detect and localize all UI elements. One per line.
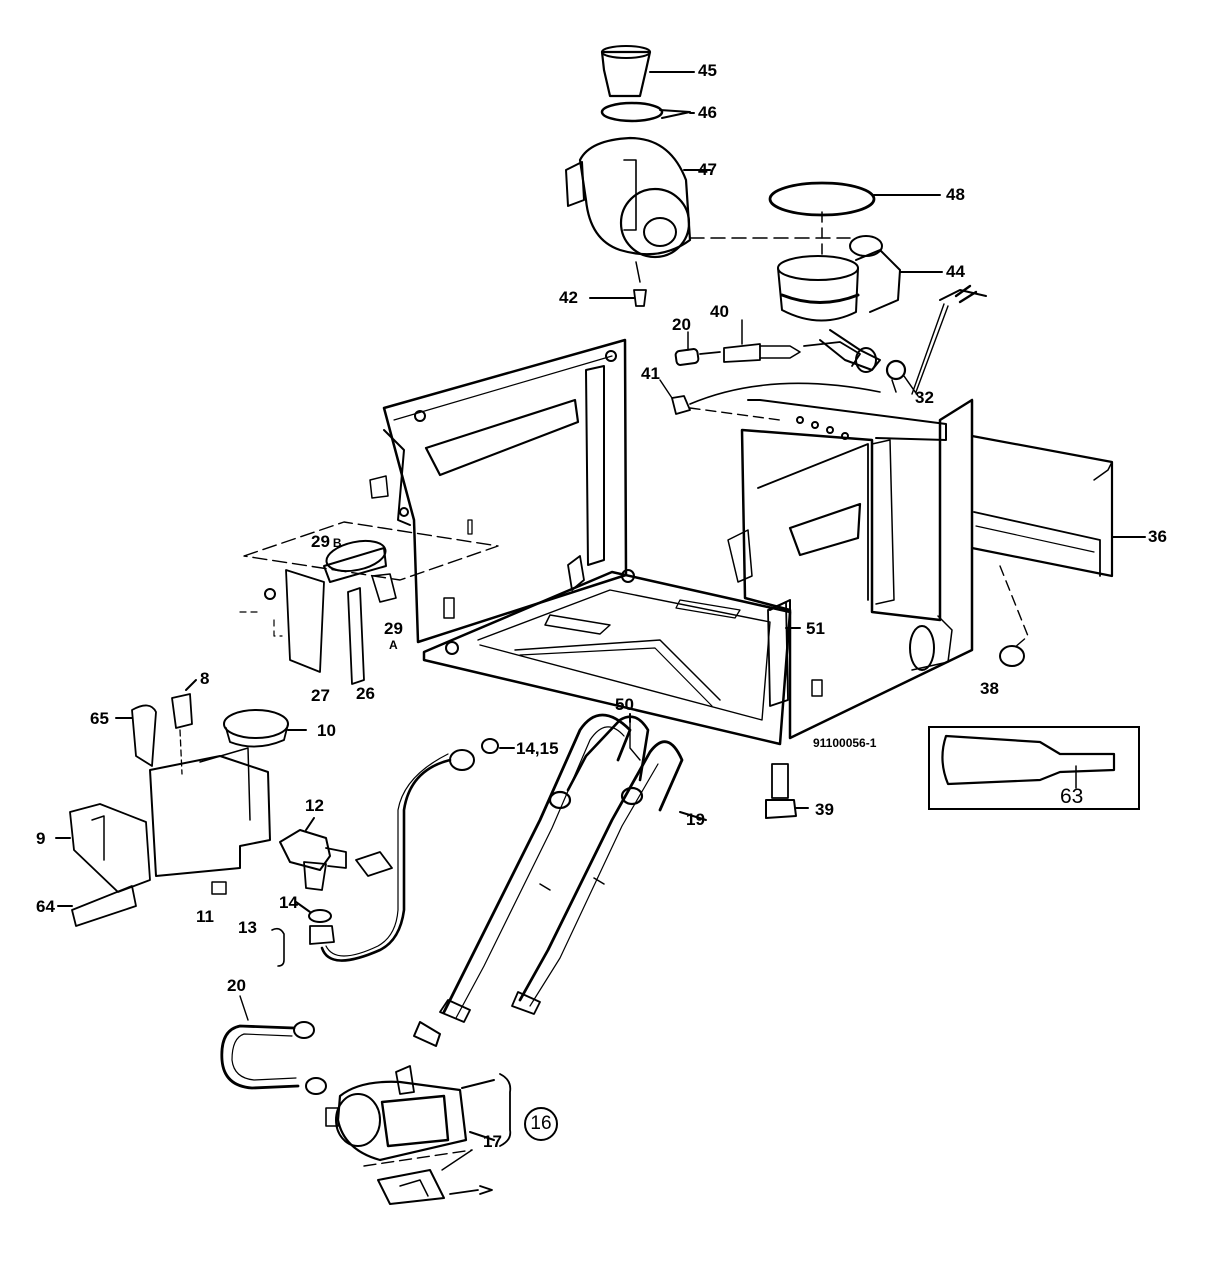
callout-13: 13 [238,918,257,937]
part-36-rail [970,434,1146,578]
callout-14-15: 14,15 [516,739,559,758]
callout-40: 40 [710,302,729,321]
callout-42: 42 [559,288,578,307]
callout-16: 16 [524,1107,558,1141]
part-47-motor [565,45,711,307]
drawing-reference-number: 91100056-1 [813,736,877,750]
callout-29a: 29 [384,619,403,638]
callout-17: 17 [483,1132,502,1151]
callout-44: 44 [946,262,965,281]
parts-16-17-20-pump [220,995,512,1205]
callout-45: 45 [698,61,717,80]
callout-41: 41 [641,364,660,383]
callout-39: 39 [815,800,834,819]
callout-65: 65 [90,709,109,728]
callout-11: 11 [196,907,214,926]
callout-8: 8 [200,669,210,688]
part-44-sump [689,211,943,373]
callout-19: 19 [686,810,705,829]
callout-48: 48 [946,185,965,204]
callout-10: 10 [317,721,336,740]
parts-20-40-41-32 [659,284,987,421]
callout-9: 9 [36,829,46,848]
parts-38-39 [765,565,1029,819]
callout-12: 12 [305,796,324,815]
callout-32: 32 [915,388,934,407]
callout-46: 46 [698,103,717,122]
cabinet-frame [369,338,974,746]
part-63-inset [941,734,1116,789]
callout-29a-sub: A [389,638,398,652]
callout-64: 64 [36,897,55,916]
callout-63: 63 [1060,785,1084,808]
callout-20-lower: 20 [227,976,246,995]
callout-51: 51 [806,619,825,638]
callout-26: 26 [356,684,375,703]
callout-47: 47 [698,160,717,179]
part-63-inset-frame [928,726,1140,810]
callout-14: 14 [279,893,298,912]
callout-36: 36 [1148,527,1167,546]
part-48-clamp [768,181,876,217]
callout-20-upper: 20 [672,315,691,334]
part-51 [767,601,789,707]
callout-50: 50 [615,695,634,714]
callout-38: 38 [980,679,999,698]
parts-19-50-hoses [413,713,707,1047]
callout-27: 27 [311,686,330,705]
parts-8-9-10-11-64-65 [55,679,307,927]
parts-26-27-29-bracket [239,521,499,685]
parts-12-13-14-valve [271,738,515,967]
